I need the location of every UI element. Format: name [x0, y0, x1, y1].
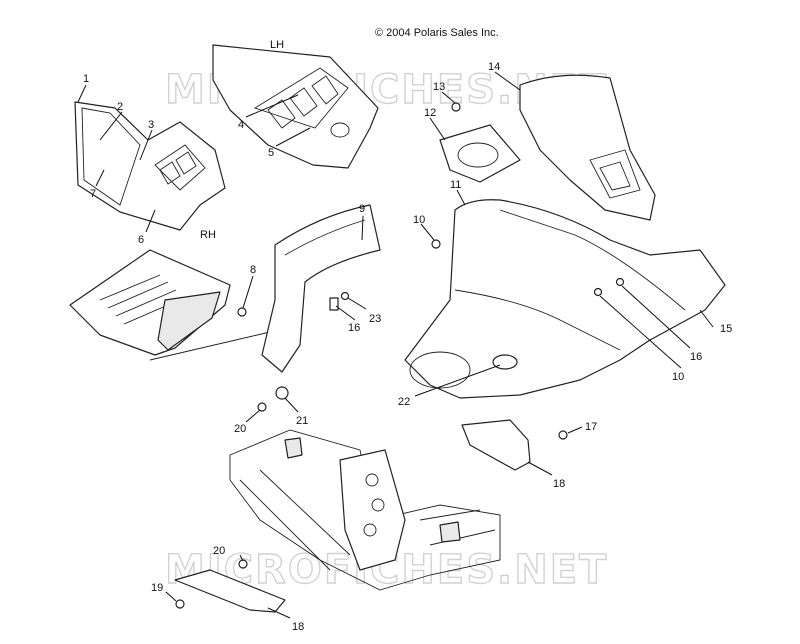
fender-flare	[261, 204, 381, 373]
callout-11: 11	[450, 179, 461, 191]
callout-20-upper: 20	[234, 423, 246, 435]
callout-8: 8	[250, 264, 256, 276]
bolt-10-upper	[431, 239, 441, 249]
hardware	[175, 239, 625, 609]
clip-16-left	[329, 297, 339, 311]
skid-plate	[174, 569, 286, 613]
washer-21	[275, 386, 289, 400]
callout-16-left: 16	[348, 322, 360, 334]
rivet-17	[558, 430, 568, 440]
footrest-assembly	[69, 249, 271, 361]
callout-14: 14	[488, 61, 500, 73]
bolt-19	[175, 599, 185, 609]
callout-2: 2	[117, 101, 123, 113]
screw-23	[340, 291, 350, 301]
rear-fender-body	[404, 199, 726, 399]
callout-10-right: 10	[672, 371, 684, 383]
callout-1: 1	[83, 73, 89, 85]
lh-label: LH	[270, 39, 284, 51]
callout-16-right: 16	[690, 351, 702, 363]
callout-18-lower: 18	[292, 621, 304, 633]
callout-21: 21	[296, 415, 308, 427]
rh-footwell-panel	[74, 101, 226, 231]
bolt-10-right	[593, 287, 603, 297]
callout-4: 4	[238, 119, 244, 131]
callout-10-upper: 10	[413, 214, 425, 226]
callout-9: 9	[359, 203, 365, 215]
mounting-bracket	[461, 419, 531, 471]
callout-3: 3	[148, 119, 154, 131]
callout-13: 13	[433, 81, 445, 93]
callout-18-upper: 18	[553, 478, 565, 490]
clip-16-right	[615, 277, 625, 287]
callouts: 1 2 3 4 5 6 7 8 9 10 10 11 12 13 14 15 1…	[83, 61, 732, 633]
fuel-cap	[439, 102, 521, 183]
nut-8	[237, 307, 247, 317]
callout-22: 22	[398, 396, 410, 408]
callout-5: 5	[268, 147, 274, 159]
callout-12: 12	[424, 107, 436, 119]
tank-cover-panel	[519, 74, 656, 221]
vehicle-frame	[229, 429, 501, 591]
leader-lines	[77, 71, 714, 619]
rh-label: RH	[200, 229, 216, 241]
callout-7: 7	[90, 188, 96, 200]
callout-20-lower: 20	[213, 545, 225, 557]
callout-23: 23	[369, 313, 381, 325]
nut-20-lower	[238, 559, 248, 569]
nut-20-upper	[257, 402, 267, 412]
callout-17: 17	[585, 421, 597, 433]
callout-15: 15	[720, 323, 732, 335]
callout-6: 6	[138, 234, 144, 246]
callout-19: 19	[151, 582, 163, 594]
copyright-text: © 2004 Polaris Sales Inc.	[375, 27, 499, 39]
lh-footwell-panel	[212, 44, 379, 169]
